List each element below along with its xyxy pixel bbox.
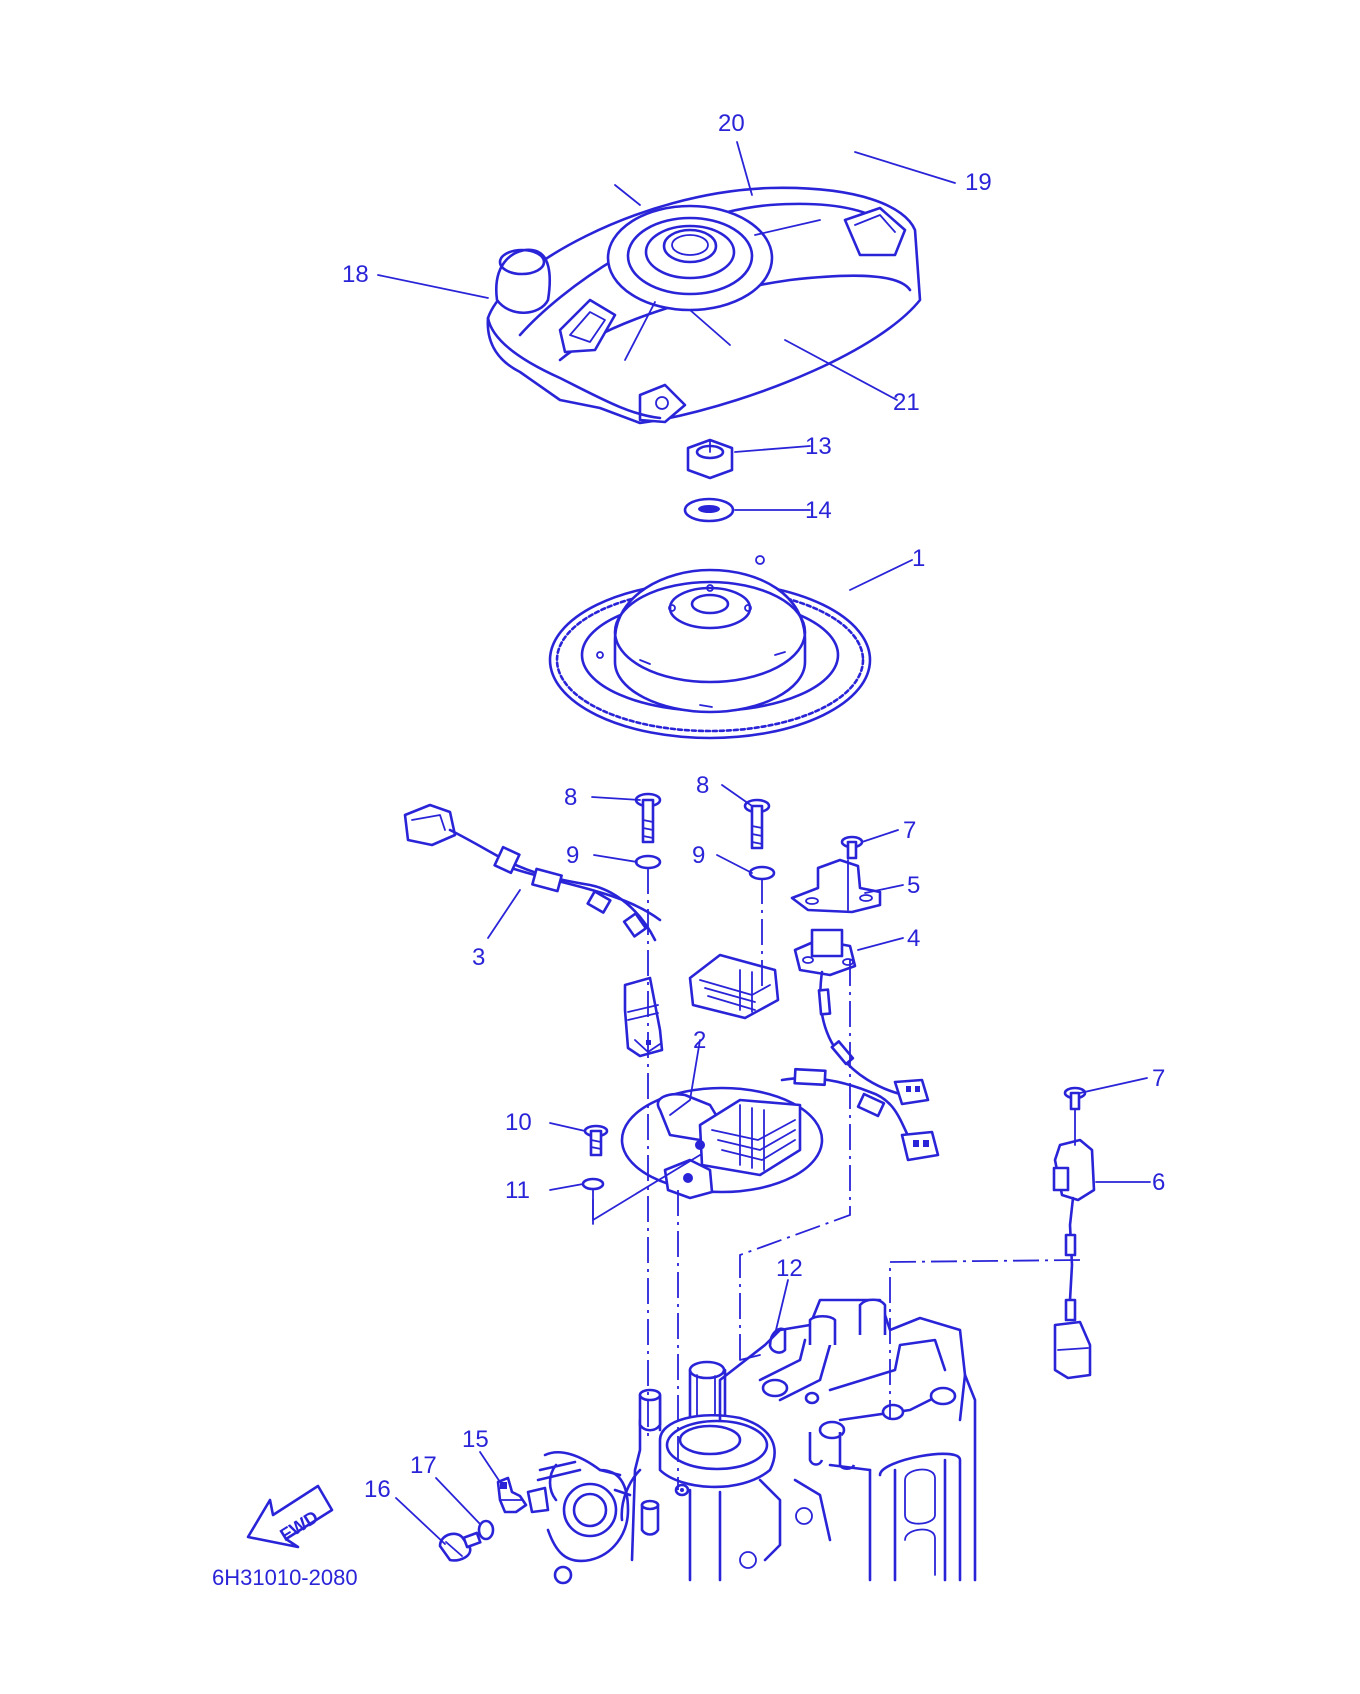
- pulser-coil: [793, 928, 930, 1106]
- callout-9-right: 9: [692, 842, 705, 869]
- washer-right: [748, 865, 776, 881]
- callout-19: 19: [965, 169, 992, 196]
- alignment-lines: [592, 859, 1081, 1490]
- rectifier-screw: [1063, 1086, 1087, 1111]
- callout-21: 21: [893, 389, 920, 416]
- callout-9-left: 9: [566, 842, 579, 869]
- callout-3: 3: [472, 944, 485, 971]
- screw-16: [438, 1531, 482, 1562]
- clamp-screw: [840, 835, 864, 860]
- callout-4: 4: [907, 925, 920, 952]
- callout-2: 2: [693, 1027, 706, 1054]
- flywheel-nut: [686, 438, 734, 480]
- callout-7-upper: 7: [903, 817, 916, 844]
- callout-18: 18: [342, 261, 369, 288]
- callout-14: 14: [805, 497, 832, 524]
- stator-screw: [583, 1124, 609, 1157]
- fwd-direction-arrow: FWD: [246, 1484, 334, 1549]
- flywheel-cover: [486, 184, 922, 425]
- callout-17: 17: [410, 1452, 437, 1479]
- leader-lines: [377, 141, 1151, 1545]
- lighting-coil-harness: [403, 803, 780, 1058]
- callout-8-left: 8: [564, 784, 577, 811]
- washer-17: [477, 1519, 495, 1541]
- bolt-left: [634, 792, 662, 844]
- flywheel-magneto: [548, 555, 872, 740]
- wire-clamp: [790, 858, 882, 914]
- stator-assembly: [620, 1067, 940, 1200]
- washer-left: [634, 854, 662, 870]
- callout-11: 11: [505, 1177, 530, 1204]
- callout-6: 6: [1152, 1169, 1165, 1196]
- flywheel-washer: [683, 497, 735, 523]
- stator-washer: [581, 1177, 605, 1191]
- bracket-15: [496, 1476, 528, 1514]
- callout-7-lower: 7: [1152, 1065, 1165, 1092]
- rectifier-unit: [1052, 1138, 1096, 1380]
- callout-15: 15: [462, 1426, 489, 1453]
- callout-5: 5: [907, 872, 920, 899]
- callout-1: 1: [912, 545, 925, 572]
- callout-13: 13: [805, 433, 832, 460]
- callout-10: 10: [505, 1109, 532, 1136]
- callout-labels: 20 19 18 21 13 14 1 8 8 7 9 9 5 3 4 2 7 …: [342, 110, 1165, 1503]
- callout-20: 20: [718, 110, 745, 137]
- bolt-right: [743, 798, 771, 850]
- engine-block: [526, 1298, 977, 1585]
- callout-12: 12: [776, 1255, 803, 1282]
- callout-8-right: 8: [696, 772, 709, 799]
- callout-16: 16: [364, 1476, 391, 1503]
- diagram-part-code: 6H31010-2080: [212, 1565, 358, 1590]
